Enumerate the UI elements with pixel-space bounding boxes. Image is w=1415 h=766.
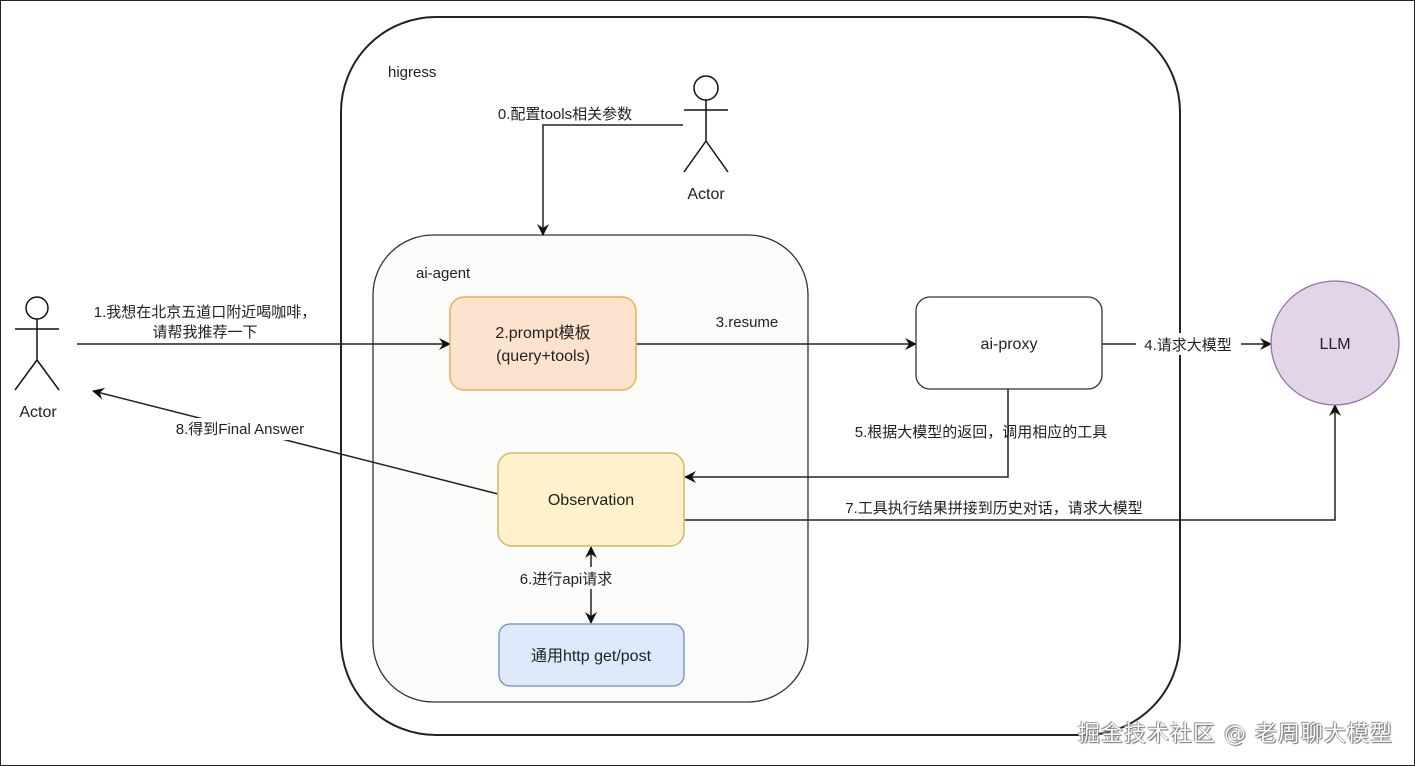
edge-step6-label: 6.进行api请求 [520,571,613,588]
admin-actor-label: Actor [687,186,725,203]
prompt-template-node[interactable]: 2.prompt模板 (query+tools) [449,296,637,391]
observation-label: Observation [548,492,634,509]
prompt-template-label-line2: (query+tools) [496,348,590,365]
edge-step5-label: 5.根据大模型的返回，调用相应的工具 [855,423,1108,441]
edge-step0-label: 0.配置tools相关参数 [498,106,632,123]
http-node[interactable]: 通用http get/post [498,623,685,687]
edge-step0-line [537,124,683,236]
http-label: 通用http get/post [531,647,652,665]
user-actor-head-icon [25,296,49,320]
watermark: 掘金技术社区 @ 老周聊大模型 [1078,722,1393,747]
edge-step4-label: 4.请求大模型 [1144,337,1232,354]
llm-circle [1270,280,1400,406]
edge-step5-line [684,389,1009,483]
user-actor-label: Actor [19,404,57,421]
admin-actor-right-leg-icon [705,140,729,173]
edge-step1-label-line1: 1.我想在北京五道口附近喝咖啡， [94,304,317,321]
observation-box [497,452,685,547]
http-box [498,623,685,687]
edge-step3-label: 3.resume [716,314,779,331]
observation-node[interactable]: Observation [497,452,685,547]
edge-step8-line [92,387,499,495]
llm-label: LLM [1319,336,1350,353]
user-actor [14,296,60,391]
ai-proxy-label: ai-proxy [981,336,1038,353]
edge-step6-label-bg [516,567,616,589]
edge-step7-line [684,404,1341,521]
ai-proxy-node[interactable]: ai-proxy [915,296,1103,390]
edge-step8-label-bg [160,418,320,440]
admin-actor-left-leg-icon [683,140,707,173]
prompt-template-label-line1: 2.prompt模板 [495,324,590,342]
higress-label: higress [388,64,436,81]
llm-node[interactable]: LLM [1270,280,1400,406]
edge-step1-label-line2: 请帮我推荐一下 [152,324,257,341]
admin-actor-head-icon [693,75,719,101]
user-actor-right-leg-icon [36,359,60,391]
ai-agent-label: ai-agent [416,265,471,282]
edge-step7-label: 7.工具执行结果拼接到历史对话，请求大模型 [845,500,1143,517]
edge-step4-label-bg [1136,333,1241,355]
admin-actor [683,75,729,173]
user-actor-left-leg-icon [14,359,38,391]
edge-step8-label: 8.得到Final Answer [176,421,304,438]
prompt-template-box [449,296,637,391]
ai-proxy-box [915,296,1103,390]
